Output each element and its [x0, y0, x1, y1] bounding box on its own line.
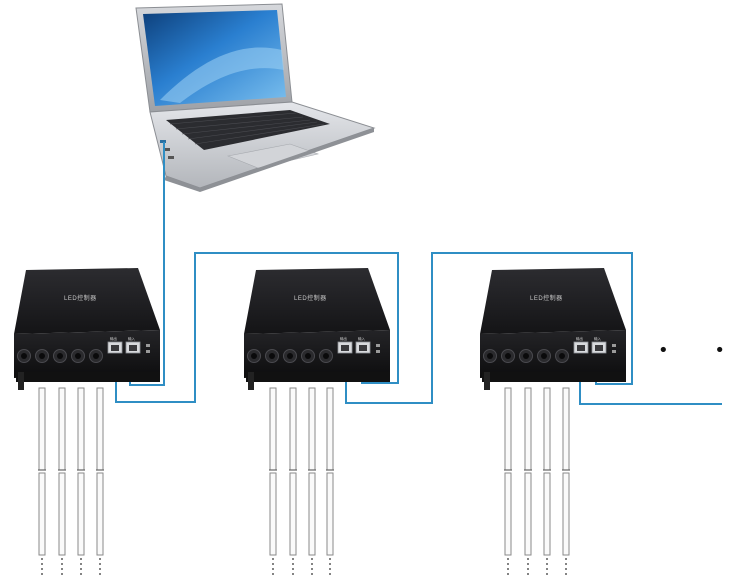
status-indicator: [376, 350, 380, 353]
network-port-socket: [129, 345, 137, 351]
controller-mount-hole: [484, 372, 490, 390]
network-port-socket: [577, 345, 585, 351]
led-strip-segment: [524, 472, 532, 556]
output-connector-core: [57, 353, 63, 359]
led-strip-group-2: [269, 387, 334, 578]
cable-controller-1-to-2: [115, 252, 399, 403]
output-connector-core: [93, 353, 99, 359]
laptop-port: [160, 140, 166, 143]
led-strip-segment: [269, 387, 277, 471]
laptop-keyboard: [166, 110, 330, 150]
status-indicator: [146, 344, 150, 347]
network-port-socket: [359, 345, 367, 351]
port-label: 输出: [340, 336, 348, 341]
screen-swoosh: [160, 47, 284, 103]
controller-flange: [16, 372, 160, 382]
led-strip-segment: [96, 387, 104, 471]
output-connector-core: [39, 353, 45, 359]
controller-label: LED控制器: [294, 294, 327, 302]
cable-controller-2-to-3: [345, 252, 633, 404]
continuation-dots: • • •: [658, 340, 754, 361]
controller-mount-hole: [248, 372, 254, 390]
network-port-socket: [111, 345, 119, 351]
led-strip-group-3: [504, 387, 570, 578]
led-strip-segment: [308, 387, 316, 471]
output-connector-core: [287, 353, 293, 359]
output-connector-core: [559, 353, 565, 359]
laptop-screen: [143, 10, 286, 106]
output-connector-core: [269, 353, 275, 359]
output-connector-core: [21, 353, 27, 359]
status-indicator: [612, 350, 616, 353]
led-strip-segment: [326, 387, 334, 471]
led-strip-segment: [562, 472, 570, 556]
led-strip-segment: [326, 472, 334, 556]
status-indicator: [612, 344, 616, 347]
led-strip-segment: [38, 472, 46, 556]
output-connector-core: [523, 353, 529, 359]
port-label: 输入: [128, 336, 135, 341]
led-strip-segment: [524, 387, 532, 471]
output-connector-core: [305, 353, 311, 359]
port-label: 输出: [110, 336, 117, 341]
laptop: [135, 3, 376, 192]
controller-front: [14, 330, 160, 378]
output-connector-core: [251, 353, 257, 359]
controller-front: [244, 330, 390, 378]
port-label: 输入: [594, 336, 602, 341]
controller-mount-hole: [18, 372, 24, 390]
controller-label: LED控制器: [64, 294, 97, 302]
network-port-socket: [595, 345, 603, 351]
controller-top: [14, 268, 160, 334]
led-strip-segment: [96, 472, 104, 556]
led-strip-segment: [58, 472, 66, 556]
led-strip-group-1: [38, 387, 104, 578]
laptop-trackpad: [226, 143, 320, 169]
output-connector-core: [487, 353, 493, 359]
led-strip-segment: [543, 387, 551, 471]
led-strip-segment: [38, 387, 46, 471]
controller-front: [480, 330, 626, 378]
led-strip-segment: [504, 472, 512, 556]
controller-top: [244, 268, 390, 334]
laptop-port: [168, 156, 174, 159]
output-connector-core: [505, 353, 511, 359]
output-connector-core: [75, 353, 81, 359]
controller-label: LED控制器: [530, 294, 563, 302]
controller-top: [480, 268, 626, 334]
led-strip-segment: [77, 472, 85, 556]
port-label: 输出: [576, 336, 584, 341]
led-strip-segment: [543, 472, 551, 556]
output-connector-core: [323, 353, 329, 359]
led-strip-segment: [269, 472, 277, 556]
led-strip-segment: [77, 387, 85, 471]
status-indicator: [376, 344, 380, 347]
controller-flange: [246, 372, 390, 382]
led-strip-segment: [289, 387, 297, 471]
led-strip-segment: [562, 387, 570, 471]
status-indicator: [146, 350, 150, 353]
network-port-socket: [341, 345, 349, 351]
controller-flange: [482, 372, 626, 382]
port-label: 输入: [358, 336, 366, 341]
output-connector-core: [541, 353, 547, 359]
led-strip-segment: [504, 387, 512, 471]
led-strip-segment: [308, 472, 316, 556]
led-strip-segment: [289, 472, 297, 556]
led-strip-segment: [58, 387, 66, 471]
laptop-port: [164, 148, 170, 151]
